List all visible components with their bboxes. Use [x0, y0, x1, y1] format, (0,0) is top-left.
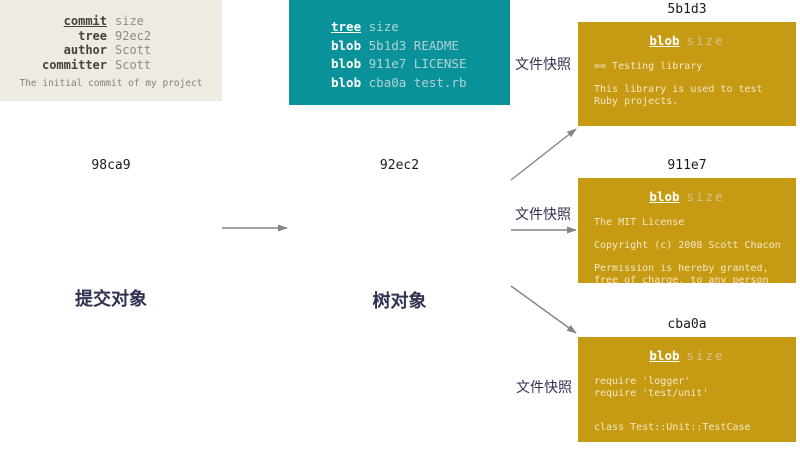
- tree-hash-title: 92ec2: [379, 158, 420, 173]
- file-snapshot-label: 文件快照: [516, 380, 572, 396]
- commit-field-key: committer: [41, 57, 107, 72]
- tree-entry-value: 5b1d3 README: [368, 37, 459, 53]
- blob-header-size: size: [686, 33, 725, 48]
- blob-header-key: blob: [649, 33, 680, 48]
- commit-field-key: tree: [78, 28, 107, 43]
- commit-object-box: commit size tree 92ec2 author Scott comm…: [0, 0, 222, 101]
- commit-hash-title: 98ca9: [91, 158, 131, 173]
- blob-content: require 'logger' require 'test/unit' cla…: [594, 376, 751, 433]
- tree-entry-key: blob: [331, 74, 362, 90]
- arrow-tree-to-blob1: [510, 128, 577, 181]
- commit-field-value: 92ec2: [115, 28, 152, 43]
- tree-object-label: 树对象: [372, 291, 427, 312]
- tree-entry-row: blob 911e7 LICENSE: [331, 55, 510, 74]
- blob2-hash-title: 911e7: [667, 158, 707, 173]
- tree-entry-key: blob: [331, 37, 362, 53]
- commit-field-row: committer Scott: [0, 58, 222, 73]
- blob-header-key: blob: [649, 348, 680, 363]
- blob-content: The MIT License Copyright (c) 2008 Scott…: [594, 217, 781, 283]
- tree-entry-row: tree size: [331, 18, 510, 37]
- tree-entries: tree size blob 5b1d3 README blob 911e7 L…: [289, 0, 510, 92]
- commit-field-row: author Scott: [0, 43, 222, 58]
- commit-field-value: Scott: [115, 43, 152, 57]
- commit-field-value: size: [115, 14, 144, 28]
- commit-field-key: commit: [63, 14, 107, 28]
- commit-object-label: 提交对象: [75, 289, 147, 310]
- blob-object-box-readme: blob size == Testing library This library…: [578, 22, 796, 126]
- commit-fields: commit size tree 92ec2 author Scott comm…: [0, 0, 222, 72]
- tree-entry-key: tree: [331, 19, 362, 34]
- blob-header: blob size: [578, 348, 796, 363]
- blob-content: == Testing library This library is used …: [594, 61, 763, 107]
- commit-message: The initial commit of my project: [19, 78, 203, 89]
- blob-header-key: blob: [649, 189, 680, 204]
- tree-entry-value: 911e7 LICENSE: [368, 56, 467, 71]
- file-snapshot-label: 文件快照: [515, 57, 571, 73]
- tree-entry-key: blob: [331, 56, 362, 71]
- blob3-hash-title: cba0a: [667, 317, 707, 332]
- blob-header-size: size: [686, 348, 725, 363]
- blob-header-size: size: [686, 189, 725, 204]
- file-snapshot-label: 文件快照: [515, 207, 571, 223]
- tree-object-box: tree size blob 5b1d3 README blob 911e7 L…: [289, 0, 510, 105]
- commit-field-row: tree 92ec2: [0, 29, 222, 44]
- commit-field-row: commit size: [0, 14, 222, 29]
- commit-field-value: Scott: [115, 57, 152, 72]
- tree-entry-value: size: [368, 19, 399, 34]
- blob-object-box-license: blob size The MIT License Copyright (c) 2…: [578, 178, 796, 283]
- arrow-tree-to-blob3: [510, 285, 577, 334]
- blob-object-box-testrb: blob size require 'logger' require 'test/…: [578, 337, 796, 442]
- blob1-hash-title: 5b1d3: [667, 2, 707, 17]
- commit-field-key: author: [63, 43, 107, 57]
- blob-header: blob size: [578, 33, 796, 48]
- tree-entry-row: blob cba0a test.rb: [331, 74, 510, 93]
- blob-header: blob size: [578, 189, 796, 204]
- tree-entry-value: cba0a test.rb: [368, 74, 467, 90]
- tree-entry-row: blob 5b1d3 README: [331, 37, 510, 56]
